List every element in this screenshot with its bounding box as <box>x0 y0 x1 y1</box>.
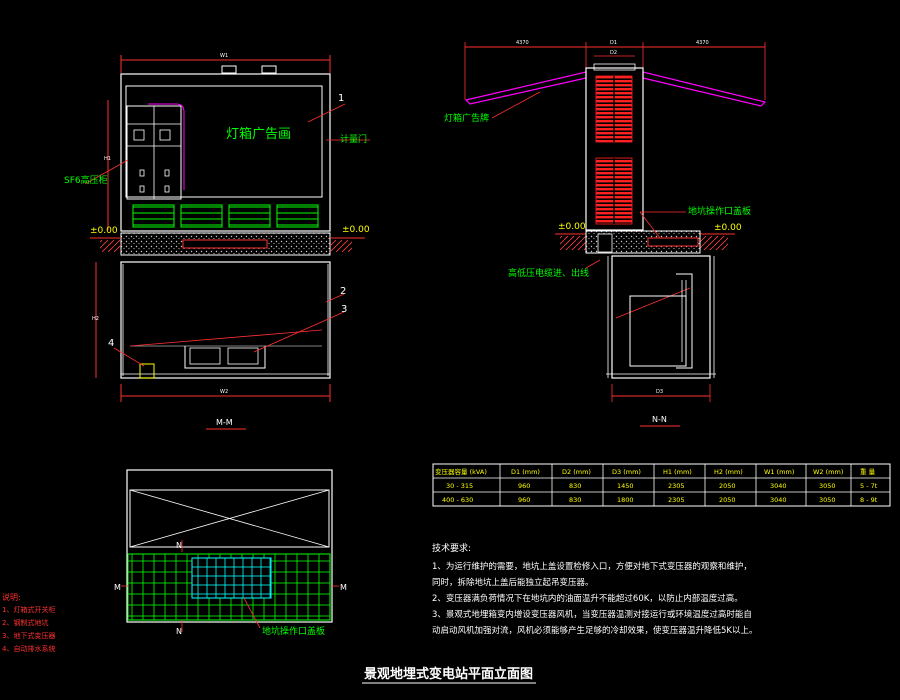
table-header-cell: H1 (mm) <box>663 468 692 476</box>
legend-item: 1、灯箱式开关柜 <box>2 605 55 614</box>
table-cell: 3050 <box>819 482 836 490</box>
table-cell: 2305 <box>668 496 685 504</box>
table-cell: 2305 <box>668 482 685 490</box>
label-meter-box: 计量门 <box>340 133 367 145</box>
section-label-mm: M-M <box>216 418 233 427</box>
dim-top-mid2: D2 <box>610 50 617 56</box>
dim-w1: W1 <box>220 53 228 59</box>
table-cell: 3040 <box>770 496 787 504</box>
section-label-nn: N-N <box>652 415 667 424</box>
dim-h1: H1 <box>104 156 111 162</box>
table-cell: 8 - 9t <box>860 496 878 504</box>
notes-line: 2、变压器满负荷情况下在地坑内的油面温升不能超过60K，以防止内部温度过高。 <box>432 593 743 604</box>
table-cell: 960 <box>518 482 530 490</box>
callout-1: 1 <box>338 93 344 104</box>
label-ground-left-b: ±0.00 <box>342 225 370 235</box>
plan-view <box>121 469 339 632</box>
table-header-cell: 变压器容量 (kVA) <box>435 467 487 476</box>
table-cell: 2050 <box>719 482 736 490</box>
callout-4: 4 <box>108 338 114 349</box>
legend-item: 3、地下式变压器 <box>2 631 55 640</box>
dim-d3: D3 <box>656 389 663 395</box>
front-elevation <box>84 55 370 430</box>
spec-table: 变压器容量 (kVA) D1 (mm) D2 (mm) D3 (mm) H1 (… <box>435 467 878 504</box>
table-cell: 3050 <box>819 496 836 504</box>
notes-title: 技术要求: <box>432 542 471 554</box>
label-plan-cover: 地坑操作口盖板 <box>262 625 325 637</box>
table-header-cell: H2 (mm) <box>714 468 743 476</box>
label-billboard-right: 灯箱广告牌 <box>444 112 489 124</box>
label-ground-right-b: ±0.00 <box>714 223 742 233</box>
table-cell: 1800 <box>617 496 634 504</box>
dim-h2: H2 <box>92 316 99 322</box>
label-ground-right-a: ±0.00 <box>558 222 586 232</box>
table-cell: 30 - 315 <box>446 482 473 490</box>
label-sf6-switch: SF6高压柜 <box>64 174 108 186</box>
table-header-cell: D2 (mm) <box>562 468 591 476</box>
table-header-cell: W1 (mm) <box>764 468 794 476</box>
technical-notes: 技术要求: 1、为运行维护的需要，地坑上盖设置检修入口，方便对地下式变压器的观察… <box>432 542 758 636</box>
notes-line: 同时，拆除地坑上盖后能独立起吊变压器。 <box>432 577 594 588</box>
table-cell: 960 <box>518 496 530 504</box>
legend-item: 4、自动排水系统 <box>2 644 55 653</box>
table-header-cell: D1 (mm) <box>511 468 540 476</box>
legend-item: 2、钢制式地坑 <box>2 618 48 627</box>
plan-mark-m1: M <box>114 583 121 592</box>
notes-line: 3、景观式地埋箱变内增设变压器风机，当变压器温测对接运行或环境温度过高时能自 <box>432 609 752 620</box>
plan-mark-n2: N <box>176 627 182 636</box>
drawing-title: 景观地埋式变电站平面立面图 <box>364 666 533 682</box>
label-cable-note: 高低压电缆进、出线 <box>508 267 589 279</box>
dim-w2: W2 <box>220 389 228 395</box>
callout-3: 3 <box>341 304 347 315</box>
table-cell: 830 <box>569 482 581 490</box>
label-billboard: 灯箱广告画 <box>226 126 291 142</box>
label-ground-left-a: ±0.00 <box>90 226 118 236</box>
table-cell: 3040 <box>770 482 787 490</box>
legend-title: 说明: <box>2 592 21 602</box>
side-elevation <box>464 42 767 427</box>
notes-line: 动启动风机加强对流，风机必须能够产生足够的冷却效果，使变压器温升降低5K以上。 <box>432 625 758 636</box>
table-header-cell: D3 (mm) <box>612 468 641 476</box>
plan-mark-n1: N <box>176 541 182 550</box>
dim-top-mid: D1 <box>610 40 617 46</box>
table-header-cell: 重 量 <box>860 468 876 476</box>
table-header-cell: W2 (mm) <box>813 468 843 476</box>
spec-table-grid <box>432 463 891 507</box>
dim-top-left: 4370 <box>516 40 529 46</box>
table-cell: 830 <box>569 496 581 504</box>
plan-mark-m2: M <box>340 583 347 592</box>
table-cell: 1450 <box>617 482 634 490</box>
table-cell: 5 - 7t <box>860 482 878 490</box>
label-underground-cover: 地坑操作口盖板 <box>688 205 751 217</box>
notes-line: 1、为运行维护的需要，地坑上盖设置检修入口，方便对地下式变压器的观察和维护， <box>432 561 752 572</box>
table-cell: 2050 <box>719 496 736 504</box>
dim-top-right: 4370 <box>696 40 709 46</box>
table-cell: 400 - 630 <box>442 496 473 504</box>
callout-2: 2 <box>340 286 346 297</box>
